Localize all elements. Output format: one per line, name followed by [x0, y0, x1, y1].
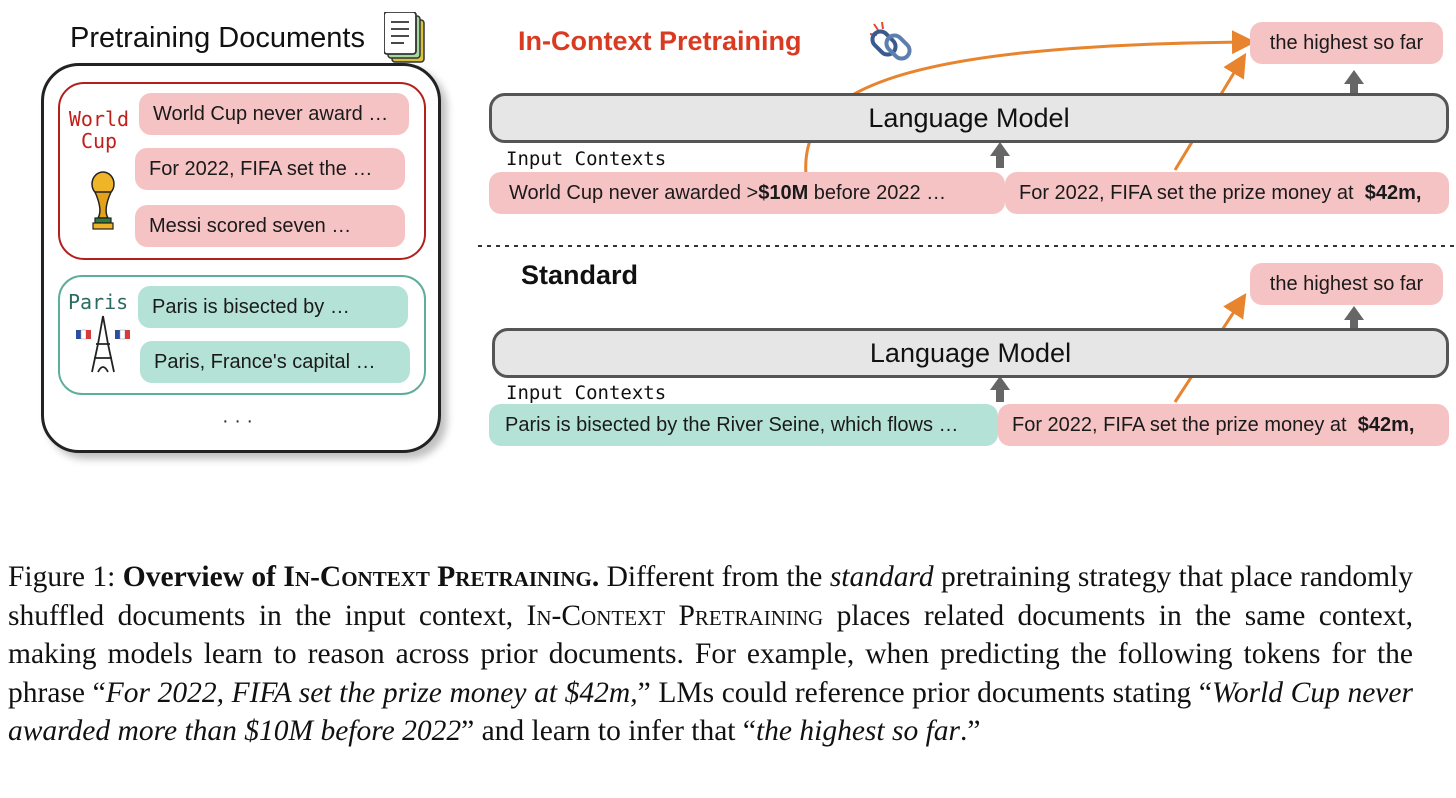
icp-reference-arrow — [804, 30, 1256, 176]
doc-worldcup-1: World Cup never award … — [139, 93, 409, 135]
standard-context-1: Paris is bisected by the River Seine, wh… — [489, 404, 998, 446]
doc-paris-1: Paris is bisected by … — [138, 286, 408, 328]
more-documents-ellipsis: · · · — [222, 410, 254, 432]
icp-context-1: World Cup never awarded > $10M before 20… — [489, 172, 1005, 214]
left-title: Pretraining Documents — [70, 22, 365, 54]
chain-link-icon — [868, 20, 916, 66]
worldcup-group — [58, 82, 426, 260]
paris-group — [58, 275, 426, 395]
doc-paris-2: Paris, France's capital … — [140, 341, 410, 383]
paris-label: Paris — [68, 290, 129, 314]
icp-output: the highest so far — [1250, 22, 1443, 64]
standard-output: the highest so far — [1250, 263, 1443, 305]
trophy-icon — [86, 170, 120, 232]
doc-worldcup-2: For 2022, FIFA set the … — [135, 148, 405, 190]
icp-language-model: Language Model — [489, 93, 1449, 143]
standard-title: Standard — [521, 260, 639, 290]
figure-caption: Figure 1: Overview of In-Context Pretrai… — [8, 561, 1414, 747]
standard-language-model: Language Model — [492, 328, 1449, 378]
icp-context-2: For 2022, FIFA set the prize money at $4… — [1005, 172, 1449, 214]
icp-input-contexts-label: Input Contexts — [506, 148, 667, 170]
icp-title: In-Context Pretraining — [518, 26, 802, 56]
standard-context-2: For 2022, FIFA set the prize money at $4… — [998, 404, 1449, 446]
doc-worldcup-3: Messi scored seven … — [135, 205, 405, 247]
standard-input-contexts-label: Input Contexts — [506, 382, 667, 404]
document-icon — [384, 12, 428, 66]
worldcup-label: World Cup — [68, 107, 130, 153]
eiffel-tower-icon — [74, 314, 132, 376]
